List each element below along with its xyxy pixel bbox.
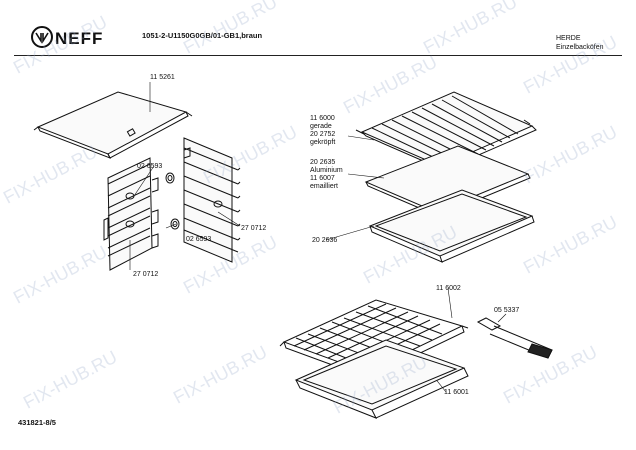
part-label-top-plate: 11 5261 xyxy=(150,74,175,81)
top-plate-part xyxy=(33,91,193,159)
part-label-right-rail: 27 0712 xyxy=(241,225,267,232)
svg-text:NEFF: NEFF xyxy=(55,29,103,48)
part-label-grip-handle: 05 5337 xyxy=(494,307,520,314)
part-label-screw-lower: 02 6593 xyxy=(186,236,212,243)
leader-lines-right xyxy=(325,135,507,393)
grip-handle-part xyxy=(476,317,553,359)
part-label-lower-pan: 11 6001 xyxy=(444,389,469,396)
part-label-wire-rack: 11 6002 xyxy=(436,285,461,292)
baking-tray-part xyxy=(368,189,535,263)
part-label-screw-upper: 02 6593 xyxy=(137,163,163,170)
page-code: 431821-8/5 xyxy=(18,418,56,427)
category-subtitle: Einzelbacköfen xyxy=(556,44,604,51)
left-side-rail-part xyxy=(103,157,159,271)
right-side-rail-part xyxy=(183,137,241,263)
leader-lines-left xyxy=(129,82,241,270)
shelf-grid-part xyxy=(355,91,537,171)
part-label-flat-sheet: 20 2635 Aluminium 11 6007 emailliert xyxy=(310,159,343,190)
model-number: 1051-2-U1150G0GB/01-GB1,braun xyxy=(142,31,263,40)
screw-part xyxy=(165,172,180,230)
header-rule xyxy=(14,55,622,56)
part-label-left-rail: 27 0712 xyxy=(133,271,159,278)
part-label-shelf-grid: 11 6000 gerade 20 2752 gekröpft xyxy=(310,115,336,146)
neff-logo: NEFF xyxy=(31,26,103,48)
lower-pan-part xyxy=(294,339,469,419)
category-title: HERDE xyxy=(556,35,581,42)
part-label-baking-tray: 20 2636 xyxy=(312,237,338,244)
